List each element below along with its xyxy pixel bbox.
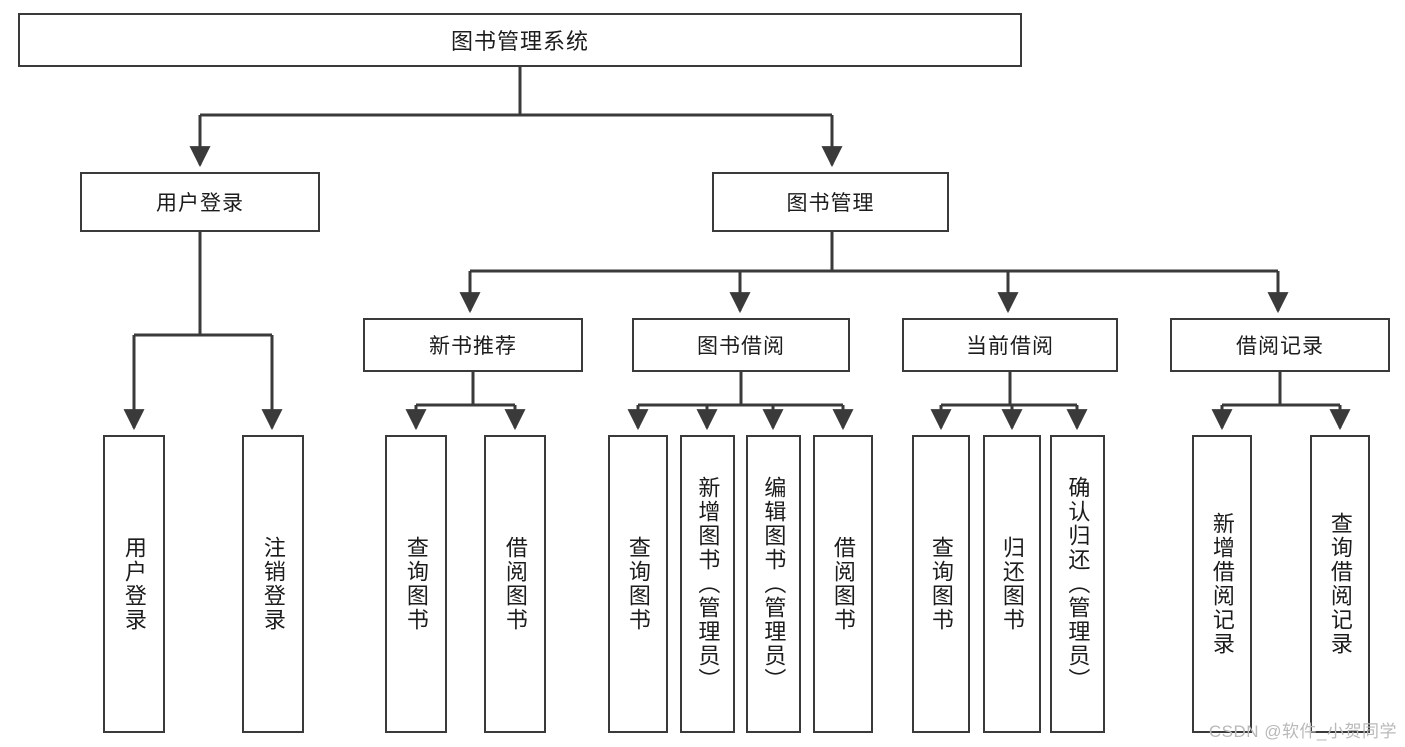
- node-book-borrow[interactable]: 图书借阅: [632, 318, 850, 372]
- node-label: 新增图书（管理员）: [695, 476, 721, 692]
- node-label: 编辑图书（管理员）: [761, 476, 787, 692]
- node-root-system[interactable]: 图书管理系统: [18, 13, 1022, 67]
- node-label: 借阅图书: [830, 536, 856, 632]
- node-label: 借阅图书: [502, 536, 528, 632]
- node-label: 确认归还（管理员）: [1065, 476, 1091, 692]
- node-leaf-query-book-2[interactable]: 查询图书: [608, 435, 668, 733]
- node-label: 用户登录: [156, 192, 244, 215]
- node-leaf-logout[interactable]: 注销登录: [242, 435, 304, 733]
- node-label: 新书推荐: [429, 335, 517, 358]
- node-new-book-recommend[interactable]: 新书推荐: [363, 318, 583, 372]
- node-label: 查询借阅记录: [1327, 512, 1353, 656]
- node-leaf-add-book-admin[interactable]: 新增图书（管理员）: [680, 435, 735, 733]
- node-leaf-query-record[interactable]: 查询借阅记录: [1310, 435, 1370, 733]
- node-label: 查询图书: [403, 536, 429, 632]
- node-label: 归还图书: [999, 536, 1025, 632]
- node-label: 查询图书: [928, 536, 954, 632]
- node-user-login[interactable]: 用户登录: [80, 172, 320, 232]
- node-leaf-query-book-1[interactable]: 查询图书: [385, 435, 447, 733]
- node-borrow-record[interactable]: 借阅记录: [1170, 318, 1390, 372]
- node-leaf-borrow-book-1[interactable]: 借阅图书: [484, 435, 546, 733]
- node-label: 图书管理系统: [450, 29, 589, 54]
- node-label: 用户登录: [121, 536, 147, 632]
- node-leaf-add-record[interactable]: 新增借阅记录: [1192, 435, 1252, 733]
- node-label: 当前借阅: [966, 335, 1054, 358]
- node-leaf-confirm-return[interactable]: 确认归还（管理员）: [1050, 435, 1105, 733]
- node-label: 查询图书: [625, 536, 651, 632]
- node-current-borrow[interactable]: 当前借阅: [902, 318, 1118, 372]
- node-book-manage[interactable]: 图书管理: [712, 172, 949, 232]
- node-leaf-query-book-3[interactable]: 查询图书: [912, 435, 970, 733]
- node-label: 图书借阅: [697, 335, 785, 358]
- node-leaf-borrow-book-2[interactable]: 借阅图书: [813, 435, 873, 733]
- node-label: 借阅记录: [1236, 335, 1324, 358]
- node-label: 图书管理: [786, 192, 875, 215]
- node-label: 注销登录: [260, 536, 286, 632]
- node-leaf-return-book[interactable]: 归还图书: [983, 435, 1041, 733]
- node-leaf-edit-book-admin[interactable]: 编辑图书（管理员）: [746, 435, 801, 733]
- node-label: 新增借阅记录: [1209, 512, 1235, 656]
- node-leaf-user-login[interactable]: 用户登录: [103, 435, 165, 733]
- watermark-text: CSDN @软件_小贺同学: [1208, 722, 1397, 741]
